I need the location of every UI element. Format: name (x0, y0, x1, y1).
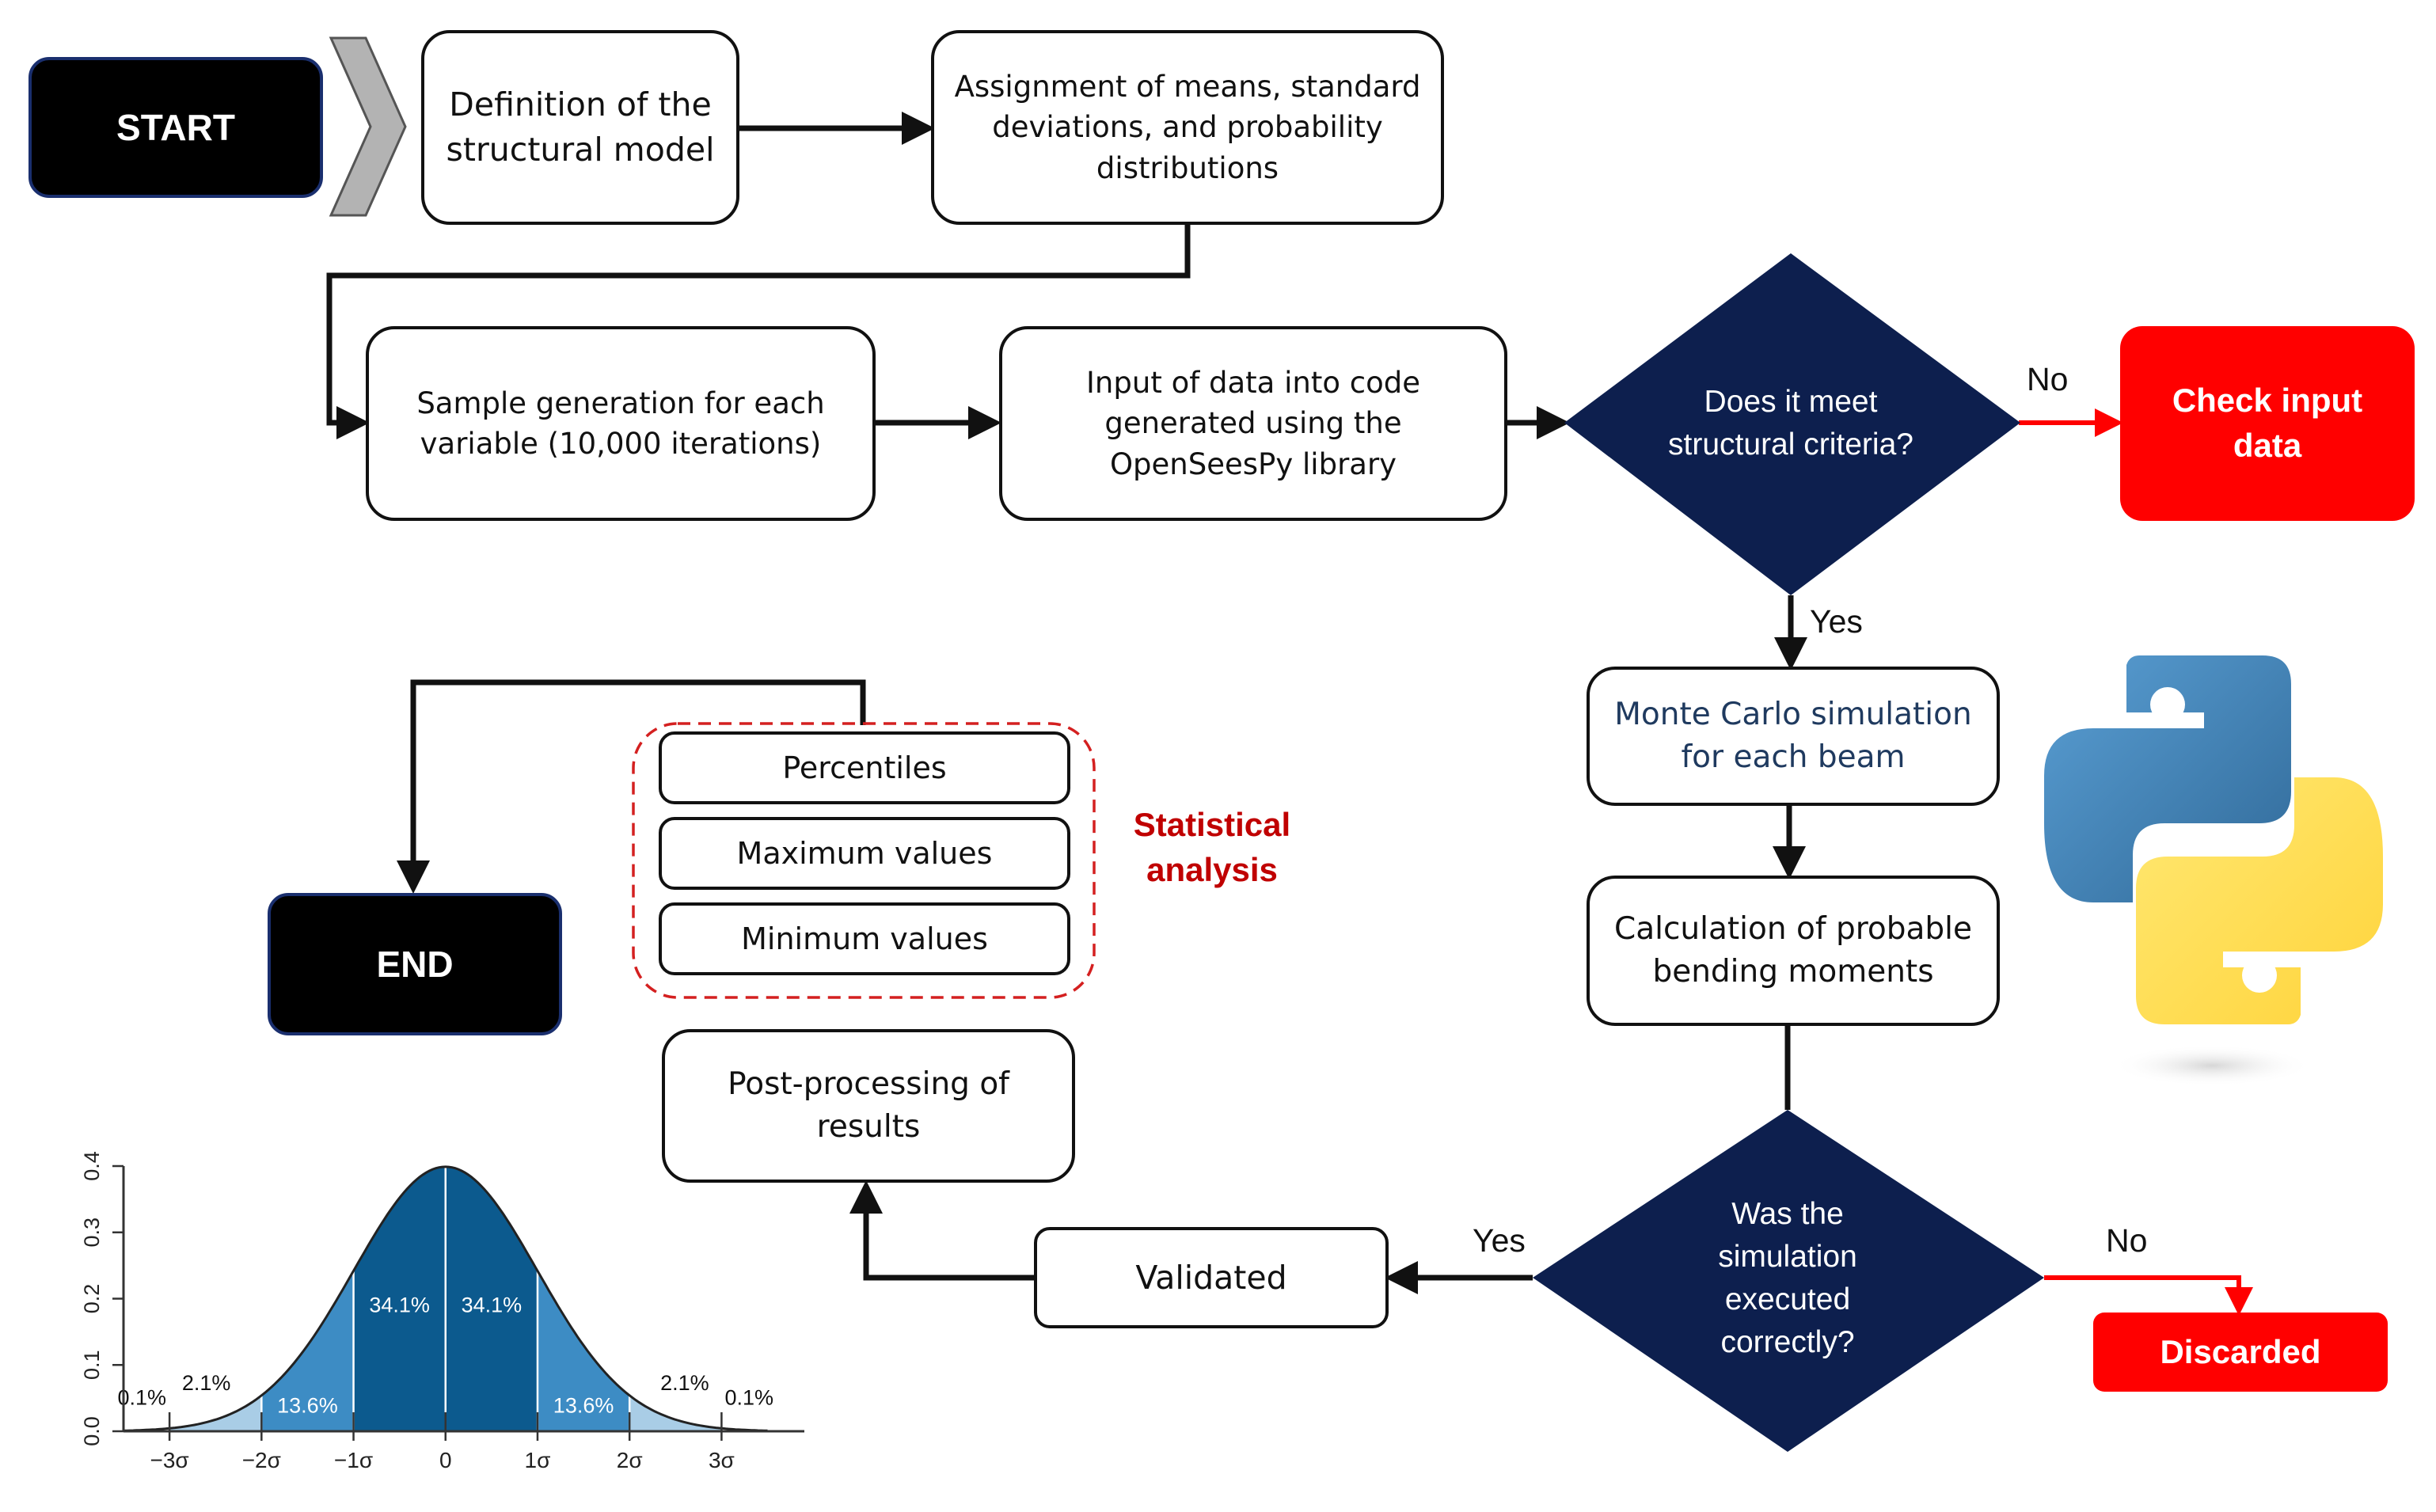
chart-y-tick-label: 0.0 (80, 1416, 104, 1446)
statistical-analysis-group (632, 722, 1096, 999)
chart-y-tick-label: 0.1 (80, 1350, 104, 1380)
decision-executed-diamond (1533, 1110, 2044, 1452)
chart-percent-label: 2.1% (182, 1371, 231, 1395)
connectors (326, 112, 1807, 1294)
bending-moments-box: Calculation of probable bending moments (1587, 876, 2000, 1026)
red-connectors (2019, 408, 2253, 1316)
chart-tail-label: 0.1% (724, 1386, 773, 1410)
chart-percent-label: 13.6% (553, 1394, 614, 1418)
chart-x-tick-label: −3σ (150, 1448, 188, 1472)
python-logo-icon (2044, 655, 2383, 1086)
validated-box: Validated (1034, 1227, 1389, 1328)
no-label-criteria: No (2027, 361, 2069, 397)
chart-y-tick-label: 0.2 (80, 1284, 104, 1314)
minimum-values-box: Minimum values (659, 902, 1070, 975)
monte-carlo-box: Monte Carlo simulation for each beam (1587, 667, 2000, 806)
sample-generation-box: Sample generation for each variable (10,… (366, 326, 876, 521)
percentiles-box: Percentiles (659, 731, 1070, 804)
chart-tail-label: 0.1% (117, 1386, 166, 1410)
no-label-executed: No (2106, 1222, 2148, 1259)
chart-percent-label: 13.6% (277, 1394, 338, 1418)
chart-curve (123, 1165, 768, 1432)
chart-x-tick-label: −1σ (334, 1448, 373, 1472)
statistical-analysis-label: Statistical analysis (1133, 806, 1291, 888)
chart-percent-label: 34.1% (462, 1293, 523, 1316)
definition-box: Definition of the structural model (421, 30, 739, 225)
normal-distribution-chart: 2.1% 13.6% 34.1% 34.1% 13.6% 2.1% 0.1% 0.1% −3σ… (80, 1151, 804, 1472)
start-terminal: START (29, 57, 323, 198)
chart-x-tick-label: 2σ (617, 1448, 643, 1472)
maximum-values-box: Maximum values (659, 817, 1070, 890)
check-input-data-box: Check input data (2120, 326, 2415, 521)
decision-criteria-text: Does it meet structural criteria? (1668, 385, 1913, 462)
chart-percent-label: 34.1% (369, 1293, 430, 1316)
yes-label-criteria: Yes (1810, 603, 1863, 640)
chart-x-tick-label: 0 (439, 1448, 452, 1472)
decision-executed-text: Was the simulation executed correctly? (1718, 1197, 1857, 1359)
chart-x-tick-label: 3σ (709, 1448, 735, 1472)
chart-y-tick-label: 0.4 (80, 1151, 104, 1181)
chart-percent-label: 2.1% (660, 1371, 709, 1395)
assignment-box: Assignment of means, standard deviations… (931, 30, 1444, 225)
chevron-right-icon (329, 36, 407, 217)
yes-label-executed: Yes (1473, 1222, 1526, 1259)
input-data-box: Input of data into code generated using … (999, 326, 1507, 521)
decision-criteria-diamond (1564, 253, 2020, 595)
chart-x-tick-label: −2σ (242, 1448, 281, 1472)
chart-y-tick-label: 0.3 (80, 1218, 104, 1248)
discarded-box: Discarded (2093, 1313, 2388, 1392)
chart-segment-0 (169, 1395, 262, 1431)
end-terminal: END (268, 893, 562, 1035)
chart-x-tick-label: 1σ (525, 1448, 551, 1472)
chart-segment-5 (629, 1395, 722, 1431)
post-processing-box: Post-processing of results (662, 1029, 1075, 1183)
